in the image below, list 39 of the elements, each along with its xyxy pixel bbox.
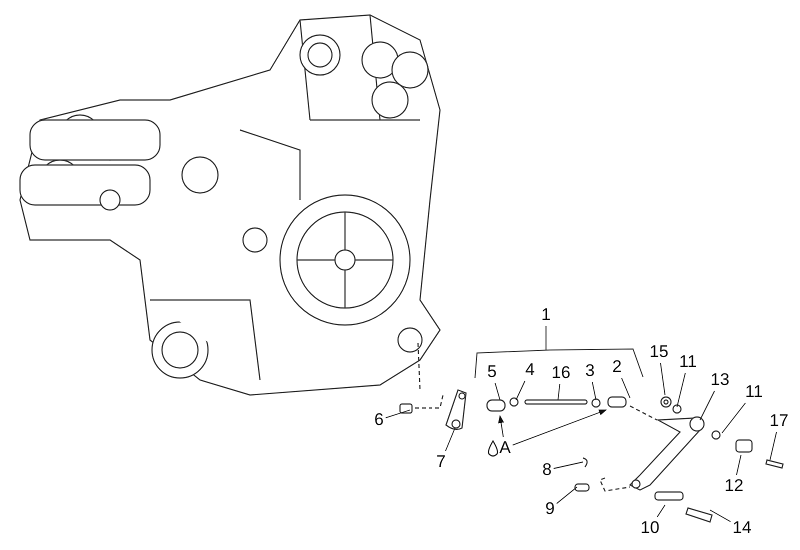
callout-number: 15 <box>650 343 668 361</box>
callout-number: 2 <box>612 358 622 376</box>
leader-line <box>556 486 578 504</box>
callout-number: 16 <box>552 364 570 382</box>
leader-line <box>700 390 715 420</box>
callout-number: 14 <box>732 519 752 537</box>
bracket <box>474 348 644 378</box>
leader-line <box>494 382 500 400</box>
callout-number: 7 <box>436 453 446 471</box>
arrow <box>512 410 607 446</box>
leader-line <box>722 402 746 434</box>
callout-number: 4 <box>525 361 535 379</box>
leader-line <box>710 510 731 522</box>
leader-line <box>770 432 777 460</box>
leader-line <box>676 372 686 408</box>
callout-number: 6 <box>374 411 384 429</box>
leader-line <box>660 362 666 396</box>
callout-number: 10 <box>640 519 660 537</box>
callout-number: 11 <box>679 353 697 371</box>
leader-line <box>592 382 596 400</box>
callout-number: 8 <box>542 461 552 479</box>
callout-number: 1 <box>541 306 551 324</box>
leader-line <box>656 504 666 518</box>
leader-line <box>558 384 560 400</box>
leader-line <box>621 378 630 398</box>
callout-number: 17 <box>770 412 788 430</box>
leader-line <box>553 462 584 469</box>
callout-number: 13 <box>710 371 730 389</box>
callout-number: 5 <box>487 363 497 381</box>
callout-number: A <box>499 439 511 457</box>
leader-line <box>736 454 742 476</box>
callout-number: 9 <box>545 500 555 518</box>
arrow <box>498 415 504 438</box>
leader-line <box>385 410 410 418</box>
callout-number: 12 <box>724 477 744 495</box>
leader-line <box>445 428 456 452</box>
callout-number: 3 <box>585 362 595 380</box>
leader-line <box>516 380 526 400</box>
callout-number: 11 <box>745 383 763 401</box>
